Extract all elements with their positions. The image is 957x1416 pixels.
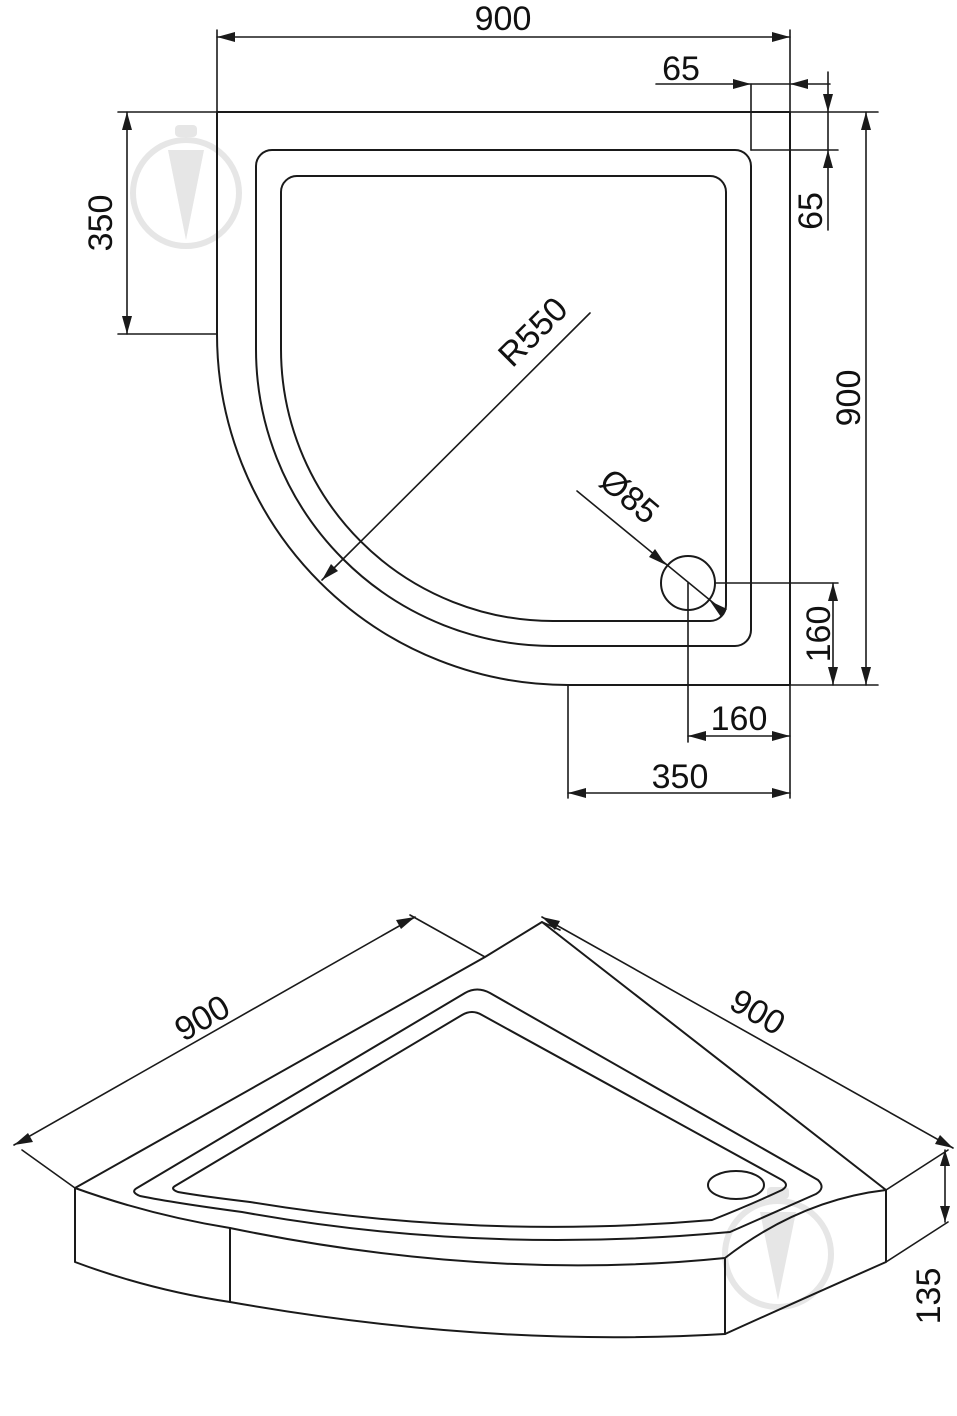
dim-total-width: 900 [475, 0, 532, 38]
dim-rim-width-top: 65 [662, 50, 700, 88]
dim-total-depth: 900 [830, 370, 868, 427]
dim-straight-side-bottom: 350 [652, 758, 709, 796]
watermark-logo-icon [130, 125, 242, 249]
dim-rim-width-side: 65 [792, 192, 830, 230]
dim-iso-left-edge: 900 [168, 988, 236, 1049]
dim-drain-diameter: Ø85 [592, 461, 666, 531]
iso-rim-inner-outline [133, 988, 823, 1242]
isometric-view: 900 900 135 [13, 914, 954, 1339]
iso-basin-outline [172, 1011, 787, 1228]
dim-drain-offset-x: 160 [711, 700, 768, 738]
tray-outer-outline [216, 111, 791, 686]
dim-drain-offset-y: 160 [800, 606, 838, 663]
dim-straight-side-left: 350 [82, 195, 120, 252]
iso-curved-front-face [229, 1257, 726, 1339]
dim-radius: R550 [491, 290, 575, 374]
plan-view: 900 65 350 65 900 R550 Ø85 160 160 350 [82, 0, 879, 799]
dim-iso-height: 135 [910, 1268, 948, 1325]
iso-right-face [724, 1189, 887, 1335]
tray-rim-inner-outline [255, 149, 752, 647]
iso-top-outline [74, 921, 887, 1267]
iso-left-face [74, 1187, 231, 1303]
tray-basin-outline [279, 174, 727, 622]
dim-iso-right-edge: 900 [723, 982, 791, 1043]
iso-drain-hole [707, 1170, 765, 1200]
